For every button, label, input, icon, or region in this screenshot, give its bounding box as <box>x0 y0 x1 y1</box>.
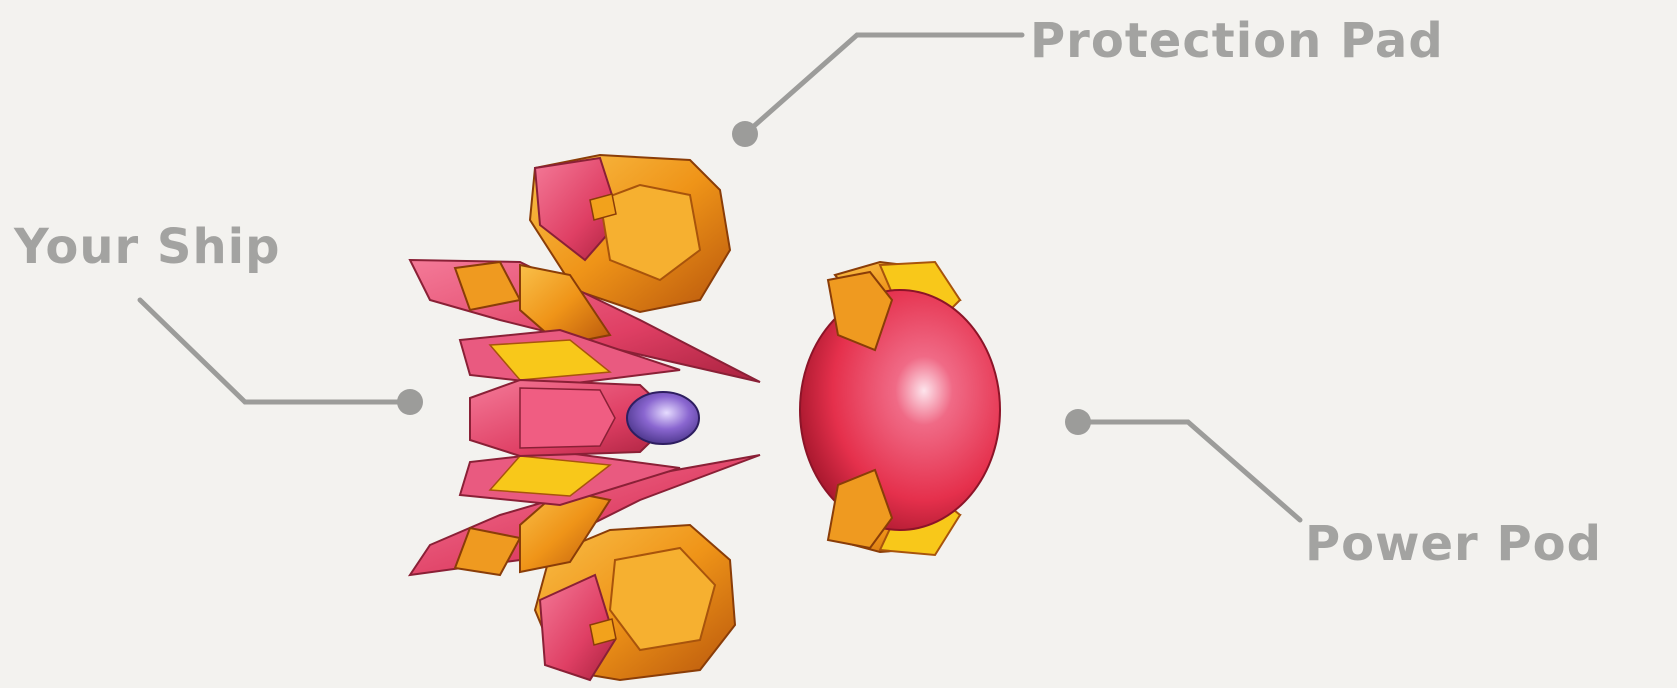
leader-dot-protection-pad <box>732 121 758 147</box>
leader-dot-your-ship <box>397 389 423 415</box>
power-pod <box>800 262 1000 555</box>
label-your-ship: Your Ship <box>14 223 280 271</box>
player-ship <box>410 260 760 575</box>
power-pod-sphere <box>800 290 1000 530</box>
leader-line-protection-pad <box>732 35 1022 147</box>
leader-line-power-pod <box>1065 409 1300 520</box>
label-power-pod: Power Pod <box>1305 520 1602 568</box>
label-protection-pad: Protection Pad <box>1030 17 1444 65</box>
ship-cockpit <box>627 392 699 444</box>
leader-line-your-ship <box>140 300 423 415</box>
leader-dot-power-pod <box>1065 409 1091 435</box>
